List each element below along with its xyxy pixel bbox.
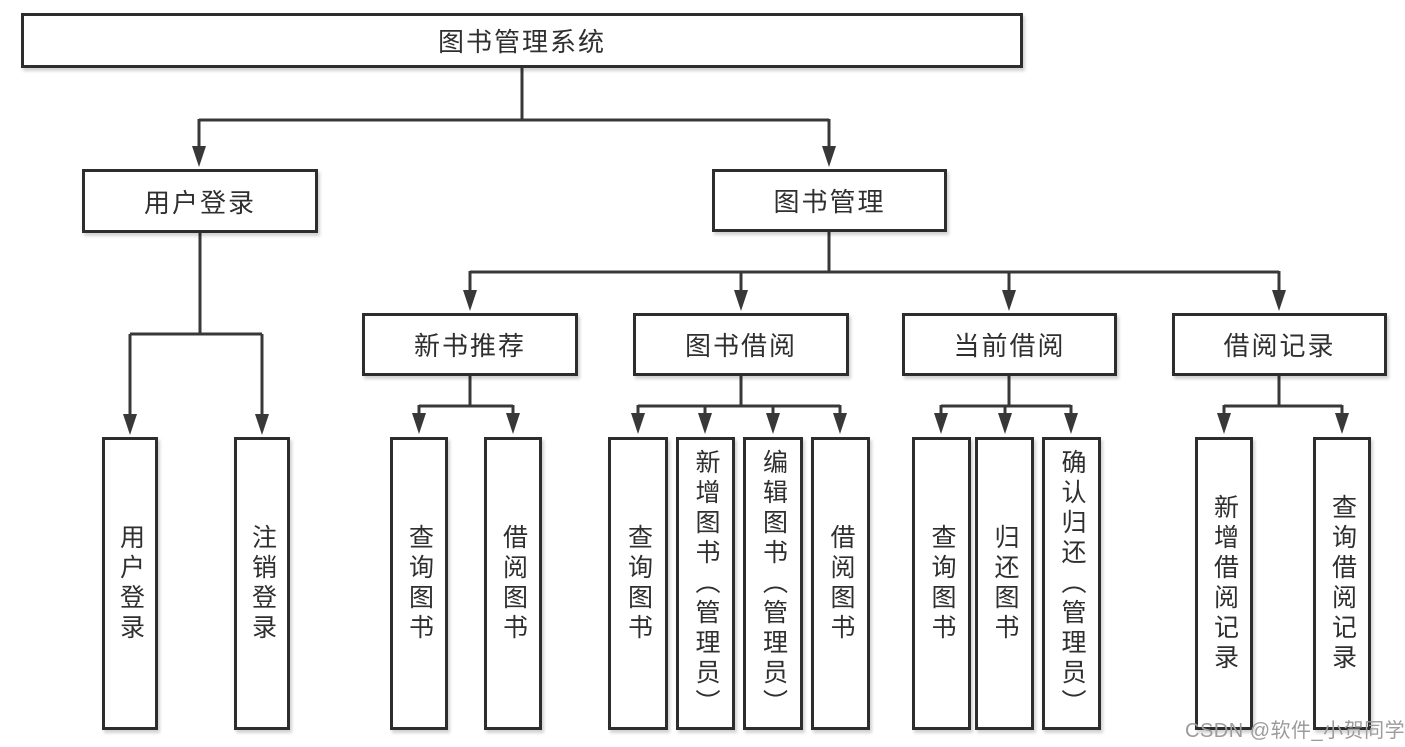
- node-leaf-br-query-record-label: 查询借阅记录: [1328, 493, 1357, 674]
- node-leaf-cb-return-books-label: 归还图书: [991, 523, 1019, 644]
- connector-book-mgmt-to-level3: [463, 232, 1286, 311]
- node-leaf-br-add-record-label: 新增借阅记录: [1210, 493, 1239, 674]
- node-user-login-label: 用户登录: [143, 187, 256, 218]
- node-leaf-logout-label: 注销登录: [248, 523, 277, 644]
- node-leaf-cb-confirm-return-admin-label: 确认归还（管理员）: [1058, 448, 1086, 719]
- node-leaf-br-add-record: 新增借阅记录: [1195, 437, 1253, 730]
- node-leaf-cb-return-books: 归还图书: [975, 437, 1034, 730]
- connector-book-borrow-to-leaves: [631, 376, 847, 434]
- node-leaf-nb-query-books-label: 查询图书: [405, 523, 434, 644]
- node-book-borrow-label: 图书借阅: [684, 331, 797, 361]
- node-leaf-bb-query-books: 查询图书: [608, 437, 668, 730]
- node-user-login: 用户登录: [82, 169, 318, 233]
- connector-current-borrow-to-leaves: [934, 375, 1078, 434]
- connector-root-to-level2: [192, 66, 836, 167]
- node-leaf-nb-borrow-books: 借阅图书: [484, 437, 542, 730]
- node-leaf-nb-borrow-books-label: 借阅图书: [499, 523, 528, 644]
- node-leaf-bb-edit-books-admin-label: 编辑图书（管理员）: [759, 448, 788, 719]
- node-leaf-bb-add-books-admin: 新增图书（管理员）: [676, 437, 735, 730]
- node-leaf-bb-add-books-admin-label: 新增图书（管理员）: [692, 448, 720, 719]
- connector-user-login-to-leaves: [123, 233, 269, 435]
- node-borrow-records-label: 借阅记录: [1223, 331, 1336, 361]
- node-leaf-bb-edit-books-admin: 编辑图书（管理员）: [743, 437, 803, 730]
- node-leaf-bb-query-books-label: 查询图书: [624, 523, 653, 644]
- connector-borrow-records-to-leaves: [1217, 375, 1349, 434]
- node-leaf-cb-query-books: 查询图书: [912, 437, 971, 730]
- node-leaf-bb-borrow-books: 借阅图书: [811, 437, 870, 730]
- node-leaf-nb-query-books: 查询图书: [390, 437, 448, 730]
- node-new-book-rec: 新书推荐: [362, 313, 578, 376]
- node-leaf-cb-query-books-label: 查询图书: [928, 523, 956, 644]
- csdn-watermark: CSDN @软件_小贺同学: [1185, 720, 1405, 742]
- node-leaf-cb-confirm-return-admin: 确认归还（管理员）: [1042, 437, 1101, 730]
- node-book-mgmt: 图书管理: [712, 169, 947, 232]
- node-leaf-bb-borrow-books-label: 借阅图书: [827, 523, 855, 644]
- node-root: 图书管理系统: [21, 13, 1023, 68]
- node-leaf-br-query-record: 查询借阅记录: [1313, 437, 1371, 730]
- node-borrow-records: 借阅记录: [1172, 313, 1387, 376]
- node-current-borrow: 当前借阅: [902, 313, 1117, 376]
- node-book-borrow: 图书借阅: [633, 313, 849, 376]
- node-leaf-logout: 注销登录: [234, 437, 290, 730]
- node-book-mgmt-label: 图书管理: [773, 187, 886, 217]
- node-root-label: 图书管理系统: [437, 27, 606, 57]
- node-leaf-user-login-label: 用户登录: [116, 523, 145, 644]
- node-leaf-user-login: 用户登录: [102, 437, 158, 730]
- node-current-borrow-label: 当前借阅: [953, 331, 1066, 361]
- connector-new-book-rec-to-leaves: [412, 376, 520, 434]
- node-new-book-rec-label: 新书推荐: [413, 331, 526, 361]
